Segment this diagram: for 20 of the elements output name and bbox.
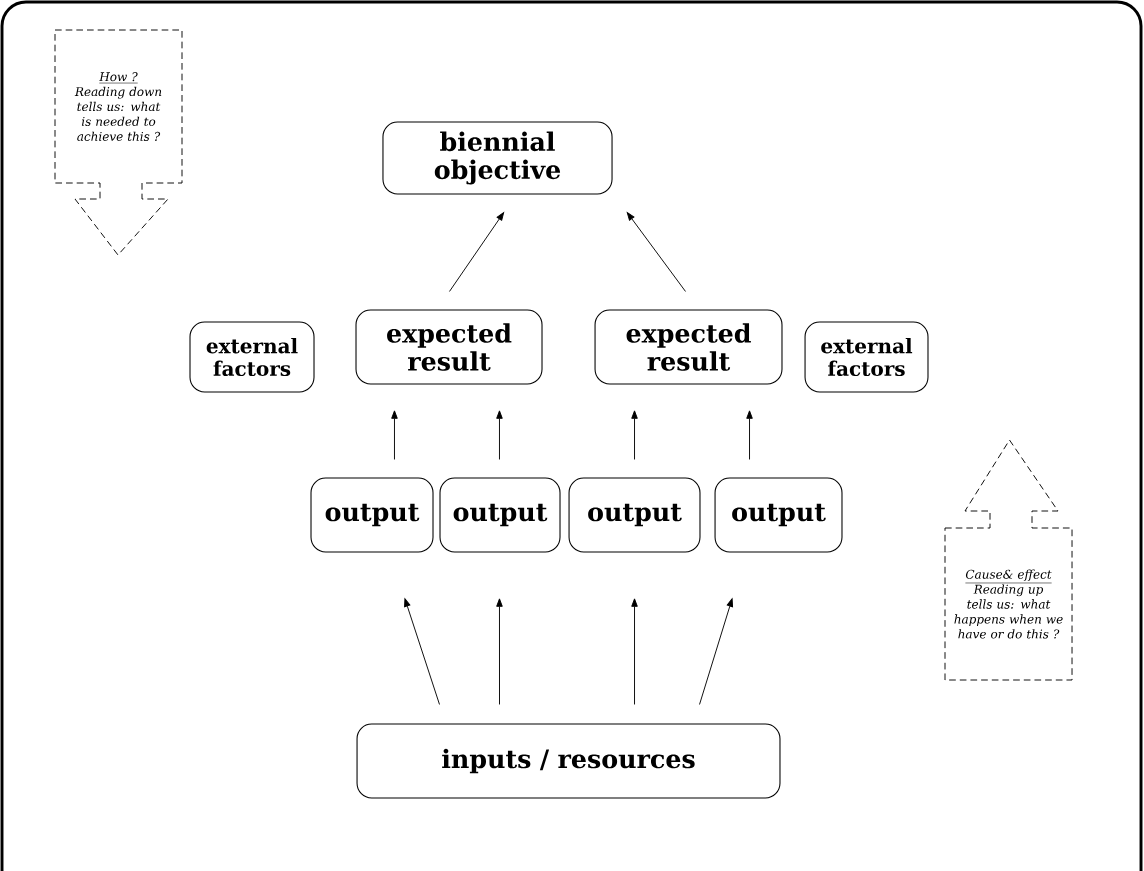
- arrow: [631, 598, 638, 705]
- arrow: [746, 410, 753, 460]
- arrow: [631, 410, 638, 460]
- arrow: [699, 598, 734, 705]
- rounded-box: inputs / resources: [356, 723, 781, 799]
- arrow: [404, 598, 440, 705]
- rounded-box: output: [439, 477, 561, 553]
- rounded-box: biennial objective: [382, 121, 613, 195]
- arrow: [496, 598, 503, 705]
- arrow: [449, 212, 505, 292]
- rounded-box: expected result: [594, 309, 783, 385]
- arrow: [391, 410, 398, 460]
- rounded-box: external factors: [804, 321, 929, 393]
- rounded-box: external factors: [189, 321, 315, 393]
- rounded-box: output: [714, 477, 843, 553]
- arrow: [496, 410, 503, 460]
- rounded-box: output: [568, 477, 701, 553]
- rounded-box: output: [310, 477, 434, 553]
- rounded-box: expected result: [355, 309, 543, 385]
- arrow: [626, 212, 686, 292]
